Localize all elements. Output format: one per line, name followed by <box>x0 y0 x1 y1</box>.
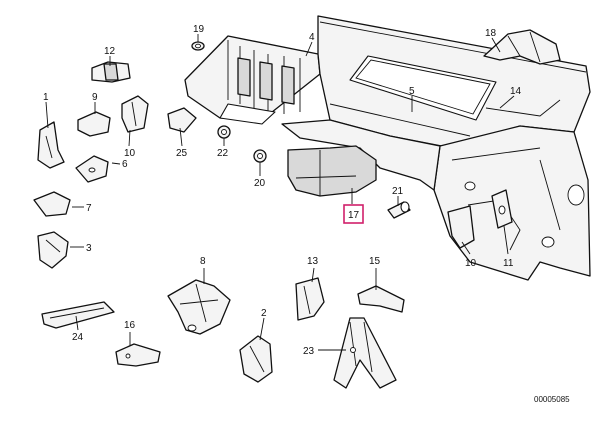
callout-4: 4 <box>309 32 315 43</box>
callout-24: 24 <box>72 332 84 343</box>
callout-23: 23 <box>303 346 315 357</box>
part-25-clip <box>167 107 197 133</box>
part-12-bracket <box>91 61 131 83</box>
callout-2: 2 <box>261 308 267 319</box>
part-6-plate <box>75 155 109 183</box>
part-11-bracket <box>491 189 513 229</box>
callout-19: 19 <box>193 24 205 35</box>
callout-18: 18 <box>485 28 497 39</box>
callout-7: 7 <box>86 203 92 214</box>
part-23-support <box>333 317 397 389</box>
callout-3: 3 <box>86 243 92 254</box>
callout-16: 16 <box>124 320 136 331</box>
callout-10-right: 10 <box>465 258 477 269</box>
callout-14: 14 <box>510 86 522 97</box>
callout-17: 17 <box>348 210 360 221</box>
part-7-plate <box>33 191 71 217</box>
callout-8: 8 <box>200 256 206 267</box>
callout-21: 21 <box>392 186 404 197</box>
part-22-grommet <box>217 125 231 139</box>
part-24-bracket <box>41 301 115 329</box>
part-10-bracket-right <box>447 205 475 249</box>
callout-22: 22 <box>217 148 229 159</box>
callout-25: 25 <box>176 148 188 159</box>
callout-11: 11 <box>503 258 514 269</box>
part-9-bracket <box>77 111 111 137</box>
callout-1: 1 <box>43 92 49 103</box>
part-20-grommet <box>253 149 267 163</box>
part-1-bracket <box>37 121 65 169</box>
callout-5: 5 <box>409 86 415 97</box>
callout-6: 6 <box>122 159 128 170</box>
part-13-bracket <box>295 277 325 321</box>
callout-labels: 19 4 18 12 1 9 10 6 7 3 25 22 20 5 14 21… <box>43 24 522 357</box>
callout-13: 13 <box>307 256 319 267</box>
part-16-bracket <box>115 343 161 367</box>
callout-20: 20 <box>254 178 266 189</box>
part-3-bracket <box>37 231 69 269</box>
part-10-bracket-left <box>121 95 149 133</box>
callout-9: 9 <box>92 92 98 103</box>
callout-10-left: 10 <box>124 148 136 159</box>
part-2-bracket <box>239 335 273 383</box>
part-15-bracket <box>357 285 405 313</box>
callout-15: 15 <box>369 256 381 267</box>
part-19-grommet <box>191 41 205 51</box>
leader-lines <box>45 34 515 351</box>
part-18-bracket <box>483 29 561 65</box>
callout-12: 12 <box>104 46 116 57</box>
callout-17-highlight <box>343 204 364 224</box>
drawing-code: 00005085 <box>534 395 570 404</box>
firewall-assembly <box>184 15 591 281</box>
part-21-plug <box>387 201 411 219</box>
part-8-bracket <box>167 279 231 335</box>
